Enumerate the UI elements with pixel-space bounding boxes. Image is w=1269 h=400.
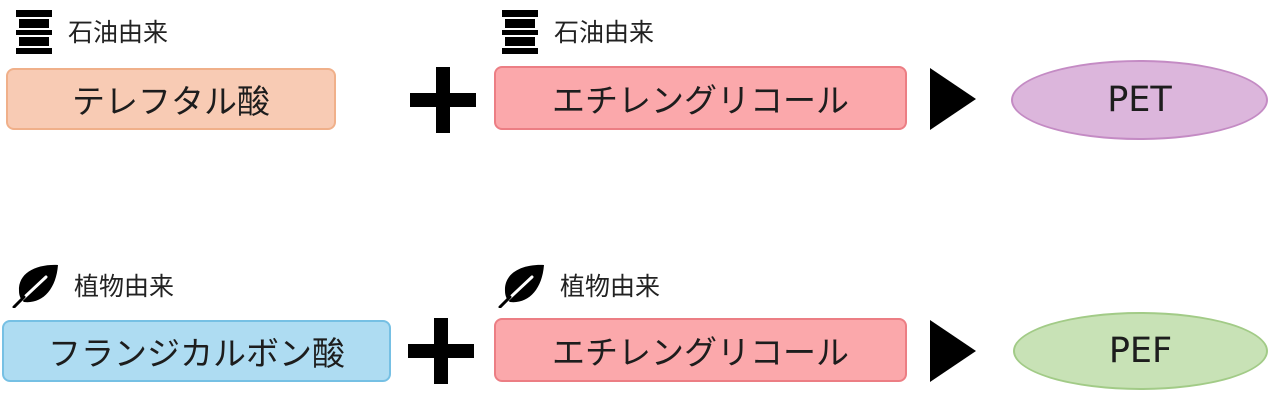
- origin-label-row2-right: 植物由来: [498, 264, 661, 308]
- origin-text: 植物由来: [74, 271, 175, 301]
- origin-label-row1-left: 石油由来: [14, 10, 169, 54]
- arrow-right-icon: [930, 68, 976, 130]
- origin-label-row1-right: 石油由来: [500, 10, 655, 54]
- box-label: テレフタル酸: [72, 82, 270, 121]
- ethylene-glycol-box: エチレングリコール: [494, 318, 907, 382]
- plus-icon: [408, 318, 474, 384]
- pet-product-ellipse: PET: [1011, 60, 1268, 140]
- plus-icon: [410, 67, 476, 133]
- oil-barrel-icon: [500, 10, 540, 54]
- product-label: PEF: [1108, 331, 1173, 371]
- leaf-icon: [12, 264, 60, 308]
- ethylene-glycol-box: エチレングリコール: [494, 66, 907, 130]
- origin-text: 石油由来: [68, 17, 169, 47]
- origin-text: 石油由来: [554, 17, 655, 47]
- box-label: エチレングリコール: [552, 81, 849, 120]
- pef-product-ellipse: PEF: [1013, 312, 1268, 390]
- origin-text: 植物由来: [560, 271, 661, 301]
- box-label: フランジカルボン酸: [48, 334, 345, 373]
- terephthalic-acid-box: テレフタル酸: [6, 68, 336, 130]
- box-label: エチレングリコール: [552, 333, 849, 372]
- leaf-icon: [498, 264, 546, 308]
- product-label: PET: [1107, 80, 1172, 120]
- arrow-right-icon: [930, 320, 976, 382]
- oil-barrel-icon: [14, 10, 54, 54]
- furandicarboxylic-acid-box: フランジカルボン酸: [2, 320, 391, 382]
- origin-label-row2-left: 植物由来: [12, 264, 175, 308]
